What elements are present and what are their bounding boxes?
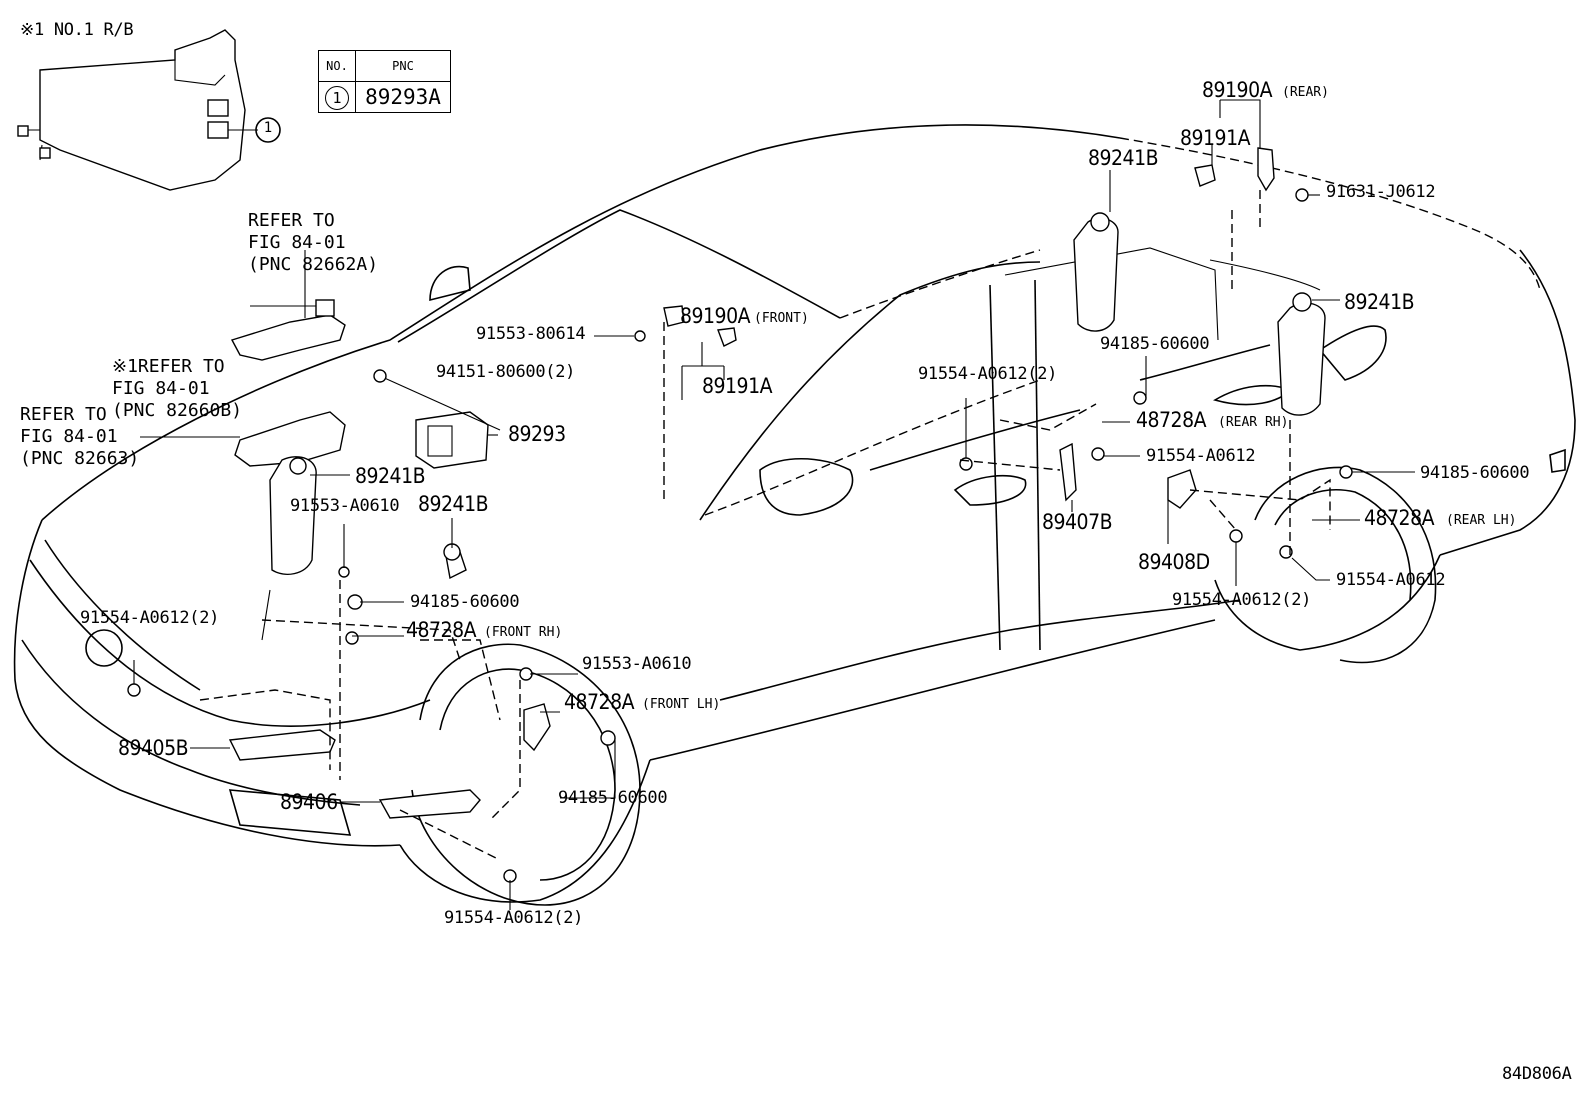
rear-tag: (REAR) xyxy=(1282,85,1329,100)
table-cell-pnc: 89293A xyxy=(355,81,451,113)
front-tag: (FRONT) xyxy=(754,311,809,326)
part-89191a-rear: 89191A xyxy=(1180,126,1251,150)
part-89407b: 89407B xyxy=(1042,510,1113,534)
part-48728a-front-lh: 48728A xyxy=(564,690,635,714)
part-94151-80600: 94151-80600(2) xyxy=(436,362,576,382)
part-48728a-front-rh: 48728A xyxy=(406,618,477,642)
part-89191a-front: 89191A xyxy=(702,374,773,398)
part-89293: 89293 xyxy=(508,422,566,446)
part-89241b-right: 89241B xyxy=(1344,290,1415,314)
part-91554-rear-rh: 91554-A0612 xyxy=(1146,446,1256,466)
refer-note-82660b: ※1REFER TO FIG 84-01 (PNC 82660B) xyxy=(112,356,243,421)
part-89190a-rear: 89190A xyxy=(1202,78,1273,102)
part-91554-rear-lh: 91554-A0612 xyxy=(1336,570,1446,590)
part-91553-80614: 91553-80614 xyxy=(476,324,586,344)
relay-box-drawing xyxy=(17,29,281,191)
part-89408d: 89408D xyxy=(1138,550,1210,574)
part-91553-a0610-lower: 91553-A0610 xyxy=(582,654,692,674)
table-row-number: 1 xyxy=(325,86,349,110)
table-header-pnc: PNC xyxy=(355,50,451,82)
car-body-outline xyxy=(13,124,1576,906)
part-94185-rear-lh: 94185-60600 xyxy=(1420,463,1530,483)
front-lh-tag: (FRONT LH) xyxy=(642,697,721,712)
rear-rh-tag: (REAR RH) xyxy=(1218,415,1289,430)
part-91553-a0610-upper: 91553-A0610 xyxy=(290,496,400,516)
component-shapes xyxy=(127,99,1353,883)
table-header-no: NO. xyxy=(318,50,356,82)
part-89405b: 89405B xyxy=(118,736,189,760)
part-89241b-front-rh: 89241B xyxy=(355,464,426,488)
front-rh-tag: (FRONT RH) xyxy=(484,625,563,640)
part-91554-2-front: 91554-A0612(2) xyxy=(80,608,220,628)
part-48728a-rear-lh: 48728A xyxy=(1364,506,1435,530)
part-89241b-front-lh: 89241B xyxy=(418,492,489,516)
relay-box-note: ※1 NO.1 R/B xyxy=(20,20,134,40)
rear-lh-tag: (REAR LH) xyxy=(1446,513,1517,528)
part-91554-2-bottom: 91554-A0612(2) xyxy=(444,908,584,928)
pnc-table: NO. PNC 1 89293A xyxy=(318,50,451,113)
refer-note-82662a: REFER TO FIG 84-01 (PNC 82662A) xyxy=(248,210,379,275)
part-91631-j0612: 91631-J0612 xyxy=(1326,182,1436,202)
assembly-dashed-lines xyxy=(199,190,1331,861)
table-cell-no: 1 xyxy=(318,81,356,113)
figure-code: 84D806A xyxy=(1502,1064,1572,1084)
part-89190a-front: 89190A xyxy=(680,304,751,328)
callout-number: 1 xyxy=(263,120,273,136)
part-91554-2-rear: 91554-A0612(2) xyxy=(918,364,1058,384)
leader-lines xyxy=(133,356,1415,910)
part-89406: 89406 xyxy=(280,790,338,814)
refer-note-82663: REFER TO FIG 84-01 (PNC 82663) xyxy=(20,404,140,469)
part-91554-2-rear-lower: 91554-A0612(2) xyxy=(1172,590,1312,610)
part-89241b-top: 89241B xyxy=(1088,146,1159,170)
part-94185-front-rh: 94185-60600 xyxy=(410,592,520,612)
part-48728a-rear-rh: 48728A xyxy=(1136,408,1207,432)
part-94185-front-lh: 94185-60600 xyxy=(558,788,668,808)
part-94185-rear-rh: 94185-60600 xyxy=(1100,334,1210,354)
